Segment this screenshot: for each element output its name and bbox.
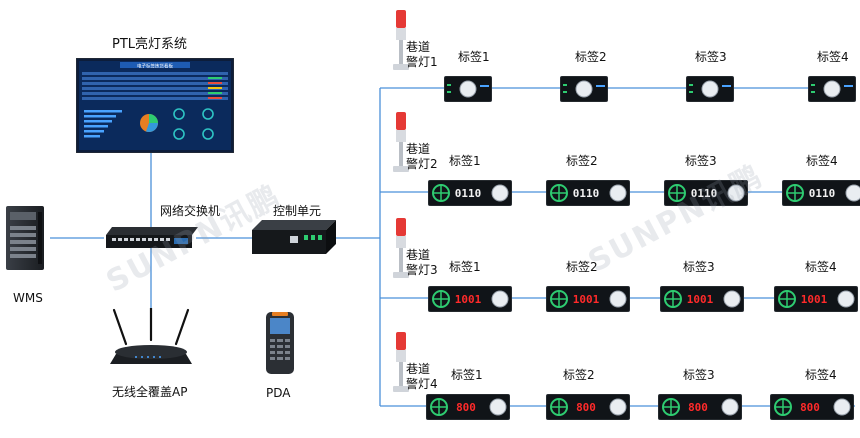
electronic-tag-device: 800 [770,394,854,420]
dashboard-monitor: 电子标签拣货看板 [76,58,234,153]
tag-digit-display: 1001 [455,293,482,306]
electronic-tag-device: 1001 [428,286,512,312]
tag-digit-display: 1001 [687,293,714,306]
tag-digit-display: 800 [576,401,596,414]
tower-light-1 [393,10,409,70]
lane-light-label-4: 巷道警灯4 [406,362,446,392]
control-unit-label: 控制单元 [273,204,322,218]
tag-label: 标签4 [805,260,837,274]
lane-light-label-3: 巷道警灯3 [406,248,446,278]
wms-server-icon [6,206,44,270]
lane-light-label-2: 巷道警灯2 [406,142,446,172]
pda-icon [266,312,294,374]
tag-digit-display: 0110 [455,187,482,200]
tag-label: 标签3 [695,50,727,64]
tag-label: 标签3 [685,154,717,168]
electronic-tag-device: 0110 [428,180,512,206]
tag-label: 标签4 [805,368,837,382]
tag-label: 标签4 [806,154,838,168]
tower-light-3 [393,218,409,278]
electronic-tag-device: 0110 [546,180,630,206]
electronic-tag-device [560,76,608,102]
electronic-tag-device: 0110 [664,180,748,206]
tag-label: 标签1 [449,260,481,274]
tag-digit-display: 800 [688,401,708,414]
lane-light-label-line1: 巷道 [406,362,431,376]
tag-digit-display: 800 [456,401,476,414]
lane-light-label-line2: 警灯1 [406,55,438,69]
electronic-tag-device: 800 [426,394,510,420]
tag-digit-display: 1001 [573,293,600,306]
tower-light-2 [393,112,409,172]
tag-label: 标签2 [563,368,595,382]
network-switch-icon [106,227,198,248]
electronic-tag-device [686,76,734,102]
tag-digit-display: 0110 [809,187,836,200]
tag-label: 标签3 [683,260,715,274]
tag-label: 标签4 [817,50,849,64]
lane-light-label-line2: 警灯3 [406,263,438,277]
tag-digit-display: 0110 [691,187,718,200]
electronic-tag-device: 800 [546,394,630,420]
ptl-system-label: PTL亮灯系统 [112,37,188,52]
switch-label: 网络交换机 [160,204,221,218]
tag-label: 标签2 [566,260,598,274]
electronic-tag-device [808,76,856,102]
lane-light-label-line1: 巷道 [406,40,431,54]
tag-digit-display: 800 [800,401,820,414]
pda-label: PDA [266,386,291,400]
tag-label: 标签1 [458,50,490,64]
dashboard-title: 电子标签拣货看板 [137,63,173,70]
lane-light-label-line1: 巷道 [406,142,431,156]
tag-label: 标签1 [451,368,483,382]
ap-label: 无线全覆盖AP [112,385,188,399]
electronic-tag-device: 1001 [774,286,858,312]
lane-light-label-line2: 警灯4 [406,377,438,391]
electronic-tag-device: 1001 [660,286,744,312]
tag-label: 标签2 [575,50,607,64]
tower-light-4 [393,332,409,392]
tag-label: 标签2 [566,154,598,168]
tag-digit-display: 0110 [573,187,600,200]
control-unit-icon [252,220,336,254]
electronic-tag-device [444,76,492,102]
tag-label: 标签3 [683,368,715,382]
lane-light-label-1: 巷道警灯1 [406,40,446,70]
electronic-tag-device: 0110 [782,180,860,206]
lane-light-label-line2: 警灯2 [406,157,438,171]
electronic-tag-device: 1001 [546,286,630,312]
wireless-ap-icon [110,308,192,364]
wms-label: WMS [13,291,43,305]
electronic-tag-device: 800 [658,394,742,420]
tag-label: 标签1 [449,154,481,168]
lane-light-label-line1: 巷道 [406,248,431,262]
tag-digit-display: 1001 [801,293,828,306]
